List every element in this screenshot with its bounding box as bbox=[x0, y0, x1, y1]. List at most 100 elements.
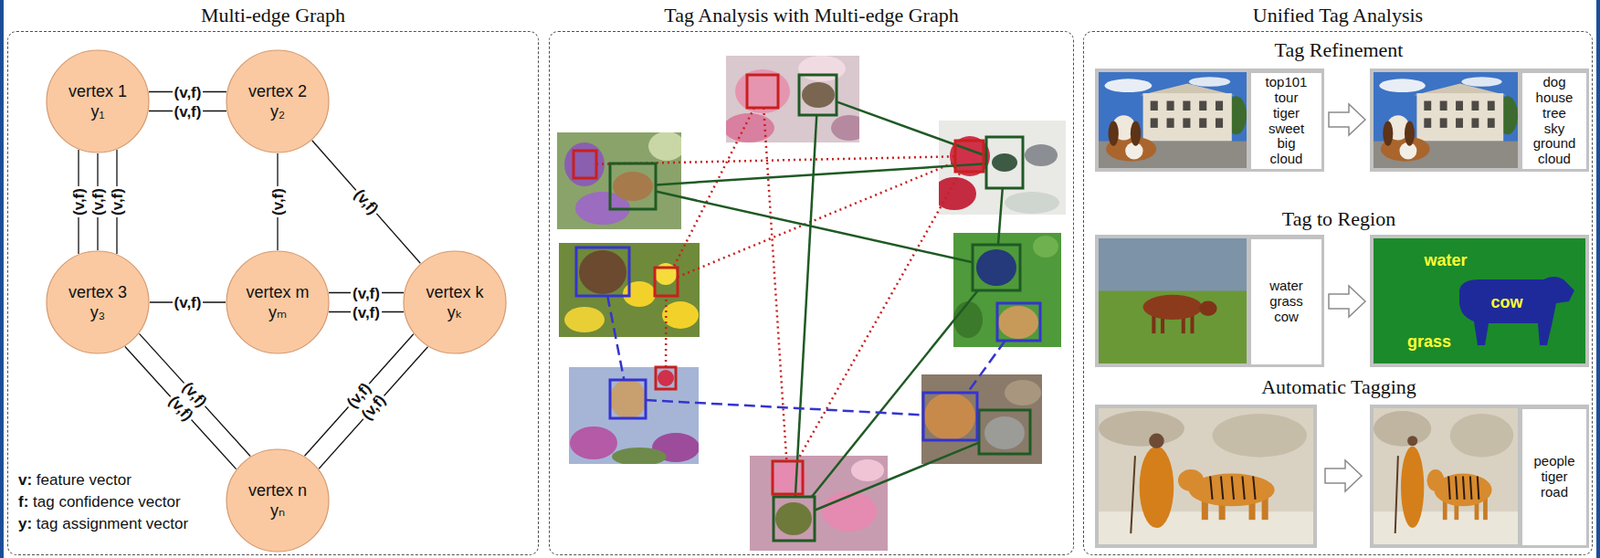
house bbox=[1416, 93, 1504, 142]
image-frame bbox=[1094, 404, 1317, 548]
photo-detail bbox=[578, 250, 627, 295]
figure-ground bbox=[3, 0, 1597, 558]
region-link bbox=[607, 295, 624, 380]
vertex-outline bbox=[225, 250, 330, 355]
section-title: Tag to Region bbox=[1282, 207, 1396, 232]
vertex-outline bbox=[45, 49, 150, 154]
vertex-outline bbox=[225, 49, 330, 154]
vertex-text: vertex 1 bbox=[68, 81, 127, 102]
photo-detail bbox=[657, 369, 674, 387]
window bbox=[1487, 101, 1495, 112]
edge-label: (v,f) bbox=[350, 284, 382, 301]
vertex-circle: vertex nyₙ bbox=[225, 448, 330, 553]
rock bbox=[1098, 410, 1185, 447]
region-box bbox=[747, 74, 779, 108]
photo-detail bbox=[648, 132, 682, 161]
water bbox=[1098, 238, 1247, 364]
photo-detail bbox=[801, 82, 835, 108]
image-frame bbox=[1369, 404, 1590, 548]
graph-edge bbox=[138, 333, 251, 456]
edge-label: (v,f) bbox=[172, 84, 204, 100]
grass-region bbox=[1373, 238, 1586, 364]
tiger-stripe bbox=[1221, 476, 1223, 500]
staff bbox=[1130, 455, 1136, 534]
cloud bbox=[1378, 78, 1426, 93]
window bbox=[1487, 117, 1495, 128]
photo-detail bbox=[1004, 191, 1060, 214]
vertex-fill bbox=[46, 50, 149, 153]
tiger-stripe bbox=[1252, 476, 1255, 500]
region-link bbox=[797, 171, 961, 462]
graph-panel: Tag Analysis with Multi-edge Graph bbox=[548, 31, 1074, 556]
panel-ground bbox=[1083, 31, 1593, 556]
section-title: Automatic Tagging bbox=[1261, 375, 1417, 400]
tiger bbox=[1426, 469, 1444, 492]
photo-detail bbox=[938, 177, 977, 211]
cloud bbox=[1104, 78, 1152, 93]
photo-ground bbox=[953, 232, 1062, 348]
vertex-text: vertex 2 bbox=[248, 81, 307, 102]
dog bbox=[1108, 121, 1119, 147]
vertex-outline bbox=[45, 250, 150, 355]
process-arrow bbox=[1328, 104, 1366, 136]
tag-list-box: water grass cow bbox=[1251, 239, 1322, 365]
photo-detail bbox=[569, 426, 618, 460]
region-link bbox=[967, 340, 1005, 393]
graph-edge bbox=[305, 334, 414, 456]
vertex-circle: vertex 3y₃ bbox=[45, 250, 150, 355]
photo-detail bbox=[831, 115, 860, 141]
photo-detail bbox=[622, 281, 656, 307]
tag-list: water grass cow bbox=[1269, 278, 1304, 325]
monk bbox=[1407, 435, 1418, 446]
photo-detail bbox=[924, 392, 976, 441]
tag-list: top101 tour tiger sweet big cloud bbox=[1265, 74, 1308, 168]
house bbox=[1143, 93, 1232, 142]
panel-title: Tag Analysis with Multi-edge Graph bbox=[549, 3, 1074, 28]
edge-label: (v,f) bbox=[109, 186, 126, 218]
tiger-stripe bbox=[1231, 476, 1234, 500]
region-label: cow bbox=[1490, 293, 1523, 312]
panel-ground bbox=[7, 31, 539, 556]
photo bbox=[568, 367, 699, 464]
dog bbox=[1130, 121, 1141, 147]
photo bbox=[921, 374, 1043, 464]
image-frame bbox=[1094, 68, 1325, 172]
window bbox=[1455, 101, 1464, 112]
region-link bbox=[998, 188, 1003, 245]
photo-ground bbox=[921, 374, 1043, 464]
region-box bbox=[610, 163, 656, 210]
image-frame bbox=[1094, 234, 1325, 368]
tiger-stripe bbox=[1210, 476, 1212, 500]
tiger-stripe bbox=[1448, 476, 1451, 500]
region-link bbox=[655, 191, 973, 264]
edge-label: (v,f) bbox=[350, 304, 382, 320]
sky bbox=[1373, 72, 1518, 169]
vertex-outline bbox=[402, 250, 507, 355]
image-frame bbox=[1369, 234, 1590, 368]
edge-label: (v,f) bbox=[90, 186, 106, 218]
photo bbox=[1373, 72, 1518, 169]
region-box bbox=[773, 496, 815, 541]
graph-edge bbox=[125, 347, 237, 470]
region-box bbox=[573, 150, 597, 179]
photo-detail bbox=[1032, 235, 1059, 258]
photo bbox=[749, 455, 888, 551]
vertex-circle: vertex 1y₁ bbox=[45, 49, 150, 154]
vertex-text: vertex 3 bbox=[68, 282, 127, 303]
photo-detail bbox=[564, 306, 605, 333]
window bbox=[1182, 101, 1190, 112]
process-arrow bbox=[1328, 285, 1366, 317]
staff bbox=[1395, 455, 1399, 534]
photo-detail bbox=[612, 171, 653, 201]
panel-ground bbox=[548, 31, 1074, 556]
vertex-fill bbox=[226, 251, 329, 354]
vertex-text: y₁ bbox=[90, 101, 105, 122]
vertex-text: yₙ bbox=[270, 500, 285, 521]
window bbox=[1182, 117, 1190, 128]
window bbox=[1440, 101, 1448, 112]
photo-detail bbox=[991, 153, 1018, 172]
process-arrow bbox=[1325, 460, 1362, 492]
photo-detail bbox=[769, 463, 807, 493]
region-box bbox=[955, 140, 984, 172]
vertex-text: y₂ bbox=[270, 101, 285, 122]
